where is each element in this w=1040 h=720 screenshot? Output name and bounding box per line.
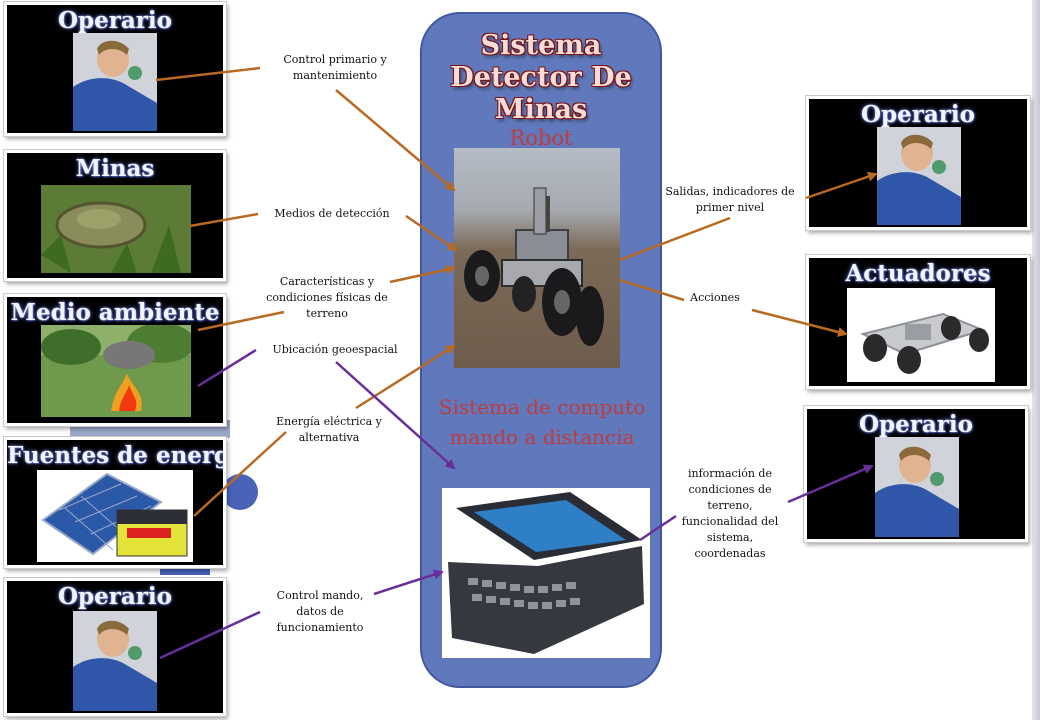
label-ubicacion-geoespacial: Ubicación geoespacial — [272, 343, 398, 356]
panel-title: Actuadores — [845, 260, 991, 287]
left-panel-medio-ambiente: Medio ambiente — [4, 294, 226, 426]
arrow-deteccion-to-robot — [405, 214, 458, 252]
line-computer-to-informacion — [639, 514, 677, 542]
robot-label: Robot — [509, 126, 573, 150]
line-ambiente-to-ubicacion — [197, 348, 257, 388]
line-ambiente-to-label — [197, 310, 285, 332]
panel-title: Medio ambiente — [10, 299, 220, 326]
line-operario-to-label — [155, 66, 261, 82]
left-panel-operario-top: Operario — [4, 2, 226, 136]
panel-title: Minas — [75, 155, 155, 182]
line-robot-to-salidas — [619, 216, 731, 262]
arrow-ubicacion-to-computo — [335, 361, 456, 470]
operator-photo-icon — [875, 437, 959, 537]
arrow-terreno-to-robot — [389, 264, 456, 284]
left-panel-operario-bottom: Operario — [4, 578, 226, 716]
panel-title: Fuentes de energía — [7, 442, 223, 469]
arrow-acciones-to-actuadores — [751, 308, 848, 337]
handheld-computer-photo-icon — [442, 488, 650, 658]
line-operario-to-control-mando — [159, 610, 261, 660]
solar-panel-battery-photo-icon — [37, 470, 193, 562]
arrow-control-to-robot — [335, 89, 456, 192]
right-panel-operario-top: Operario — [806, 96, 1030, 230]
robot-rover-photo-icon — [454, 148, 620, 368]
burning-field-photo-icon — [41, 325, 191, 417]
label-energia: Energía eléctrica y alternativa — [276, 415, 382, 444]
landmine-photo-icon — [41, 185, 191, 273]
left-panel-fuentes-energia: Fuentes de energía — [4, 437, 226, 568]
label-acciones: Acciones — [690, 291, 740, 304]
right-border — [1032, 0, 1040, 720]
system-title: Sistema Detector De Minas — [450, 30, 632, 125]
vehicle-chassis-photo-icon — [847, 288, 995, 382]
operator-photo-icon — [877, 127, 961, 225]
label-salidas: Salidas, indicadores de primer nivel — [665, 185, 795, 214]
label-informacion: información de condiciones de terreno, f… — [681, 467, 779, 560]
arrow-control-mando-to-computer — [373, 569, 444, 596]
line-robot-to-acciones — [619, 278, 685, 302]
panel-title: Operario — [859, 411, 973, 438]
computer-label: Sistema de computo mando a distancia — [438, 395, 646, 449]
arrow-energia-to-robot — [355, 344, 456, 410]
operator-photo-icon — [73, 611, 157, 711]
label-medios-deteccion: Medios de detección — [274, 207, 390, 220]
operator-photo-icon — [73, 33, 157, 131]
background-circle — [222, 474, 258, 510]
arrow-informacion-to-operario — [787, 464, 874, 504]
arrow-salidas-to-operario — [805, 171, 878, 200]
label-control-mando: Control mando, datos de funcionamiento — [276, 589, 364, 634]
right-panel-actuadores: Actuadores — [806, 255, 1030, 389]
line-energia-to-label — [193, 431, 287, 517]
left-panel-minas: Minas — [4, 150, 226, 281]
panel-title: Operario — [861, 101, 975, 128]
panel-title: Operario — [58, 7, 172, 34]
label-control-primario: Control primario y mantenimiento — [283, 53, 387, 82]
panel-title: Operario — [58, 583, 172, 610]
right-panel-operario-bottom: Operario — [804, 406, 1028, 542]
label-caracteristicas-terreno: Características y condiciones físicas de… — [266, 275, 388, 320]
line-minas-to-label — [189, 212, 259, 228]
